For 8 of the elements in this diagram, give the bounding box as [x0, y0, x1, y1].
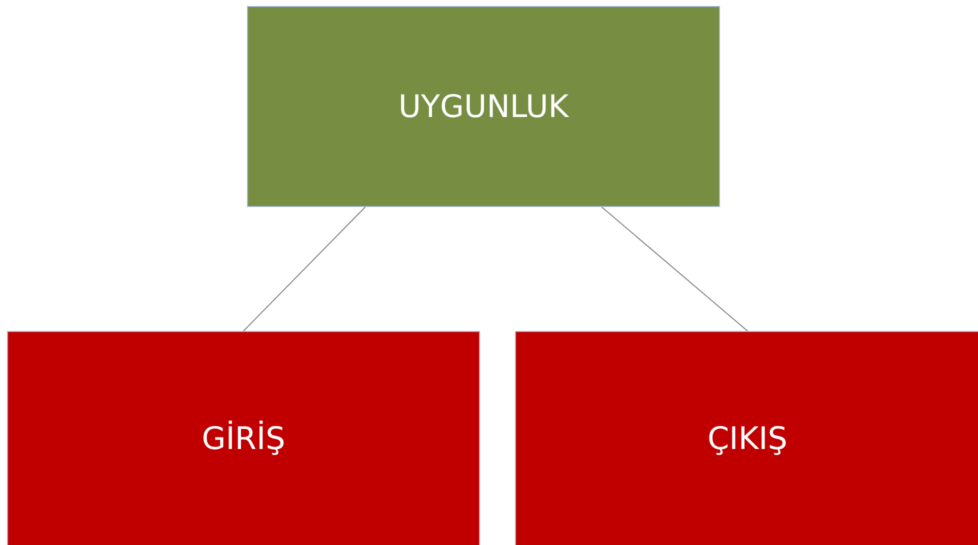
subcategory-box	[515, 331, 978, 545]
box-label: GİRİŞ	[202, 421, 286, 457]
connector-line	[243, 206, 366, 332]
box-label: UYGUNLUK	[398, 88, 569, 124]
connector-line	[601, 206, 748, 332]
box-label: ÇIKIŞ	[708, 421, 788, 457]
subcategory-box	[7, 331, 480, 545]
category-box	[247, 6, 720, 207]
